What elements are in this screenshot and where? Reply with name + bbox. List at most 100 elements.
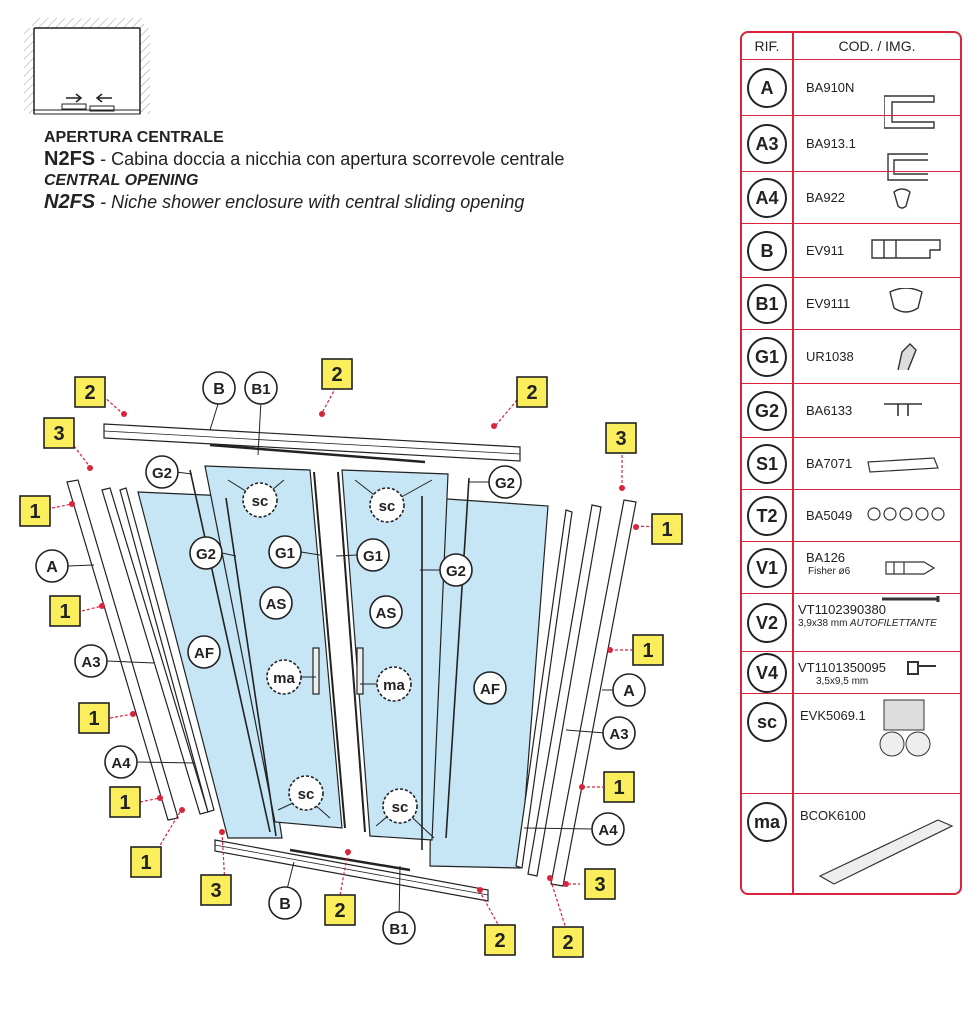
svg-text:3: 3 — [53, 423, 64, 445]
callout-square: 2 — [552, 926, 584, 958]
svg-text:3: 3 — [594, 874, 605, 896]
profile-u-icon — [884, 95, 935, 129]
svg-text:1: 1 — [642, 640, 653, 662]
svg-text:A: A — [46, 559, 58, 576]
callout-circle: G2 — [488, 465, 522, 499]
callout-circle: B — [268, 886, 302, 920]
ref-badge: V4 — [747, 653, 787, 693]
parts-row: S1 BA7071 — [742, 437, 960, 489]
callout-square: 3 — [200, 874, 232, 906]
part-code: VT1102390380 — [798, 602, 886, 617]
svg-text:A3: A3 — [609, 726, 628, 743]
callout-circle: G2 — [145, 455, 179, 489]
callout-circle: A — [35, 549, 69, 583]
part-code: BA5049 — [806, 508, 853, 523]
t-seal-icon — [884, 403, 922, 416]
ref-badge: A3 — [747, 124, 787, 164]
callout-circle: sc — [288, 775, 324, 811]
callout-square: 1 — [651, 513, 683, 545]
svg-text:G2: G2 — [152, 465, 172, 482]
callout-circle: A3 — [602, 716, 636, 750]
stopper-icon — [867, 457, 939, 473]
callout-circle: G1 — [268, 535, 302, 569]
callout-circle: A4 — [591, 812, 625, 846]
part-code: UR1038 — [806, 349, 854, 364]
wall-profile-a-right — [550, 499, 637, 887]
ref-badge: A4 — [747, 178, 787, 218]
callout-circle: sc — [382, 788, 418, 824]
callout-square: 3 — [43, 417, 75, 449]
callout-square: 2 — [74, 376, 106, 408]
callout-square: 1 — [632, 634, 664, 666]
svg-text:3: 3 — [615, 428, 626, 450]
ref-badge: V1 — [747, 548, 787, 588]
svg-text:1: 1 — [140, 852, 151, 874]
svg-text:AS: AS — [376, 605, 397, 622]
roller-carriage-icon — [879, 699, 931, 757]
ref-badge: G1 — [747, 337, 787, 377]
svg-text:sc: sc — [379, 498, 396, 515]
svg-text:ma: ma — [383, 677, 405, 694]
svg-text:A3: A3 — [81, 654, 100, 671]
omega-seal-icon — [889, 288, 923, 313]
part-code: BA7071 — [806, 456, 853, 471]
callout-square: 3 — [584, 868, 616, 900]
svg-text:1: 1 — [88, 708, 99, 730]
subtitle-en: N2FS - Niche shower enclosure with centr… — [44, 191, 525, 213]
wall-profile-a-left — [66, 479, 179, 821]
exploded-diagram: BB1G2scscG2G2G1G1G2AASASA3AFAFmamaAA3A4s… — [19, 358, 683, 958]
ref-badge: ma — [747, 802, 787, 842]
ref-badge: V2 — [747, 603, 787, 643]
svg-text:G2: G2 — [196, 546, 216, 563]
callout-square: 2 — [321, 358, 353, 390]
callout-circle: A3 — [74, 644, 108, 678]
magnetic-seal-icon — [897, 343, 917, 371]
seal-a4-left — [119, 487, 215, 813]
part-code: BA922 — [806, 190, 846, 205]
callout-square: 2 — [484, 924, 516, 956]
short-screw-icon — [907, 661, 936, 675]
callout-circle: ma — [376, 666, 412, 702]
svg-text:G2: G2 — [495, 475, 515, 492]
svg-text:B1: B1 — [251, 381, 270, 398]
seal-a4-right — [515, 509, 573, 869]
ref-badge: G2 — [747, 391, 787, 431]
svg-text:1: 1 — [661, 519, 672, 541]
svg-text:B: B — [213, 381, 225, 398]
ref-badge: B1 — [747, 284, 787, 324]
callout-circle: ma — [266, 659, 302, 695]
callout-square: 1 — [603, 771, 635, 803]
callout-circle: B1 — [382, 911, 416, 945]
table-divider — [792, 33, 794, 893]
callout-circle: A4 — [104, 745, 138, 779]
svg-text:B1: B1 — [389, 921, 408, 938]
ref-badge: A — [747, 68, 787, 108]
part-subtitle: 3,9x38 mm AUTOFILETTANTE — [798, 618, 937, 629]
title-en: CENTRAL OPENING — [44, 172, 199, 189]
callout-square: 1 — [19, 495, 51, 527]
bottom-rail — [214, 839, 489, 902]
wall-plug-icon — [885, 561, 936, 575]
callout-circle: AF — [473, 671, 507, 705]
col-code-header: COD. / IMG. — [838, 38, 916, 54]
col-ref-header: RIF. — [754, 38, 780, 54]
rail-profile-icon — [871, 239, 941, 259]
callout-circle: AS — [259, 586, 293, 620]
callout-circle: G2 — [439, 553, 473, 587]
callout-square: 1 — [49, 595, 81, 627]
svg-text:2: 2 — [526, 382, 537, 404]
callout-circle: G1 — [356, 538, 390, 572]
ref-badge: S1 — [747, 444, 787, 484]
svg-text:2: 2 — [562, 932, 573, 954]
title-it: APERTURA CENTRALE — [44, 129, 224, 146]
part-subtitle: Fisher ø6 — [808, 566, 851, 577]
parts-row: G1 UR1038 — [742, 329, 960, 383]
svg-text:B: B — [279, 896, 291, 913]
